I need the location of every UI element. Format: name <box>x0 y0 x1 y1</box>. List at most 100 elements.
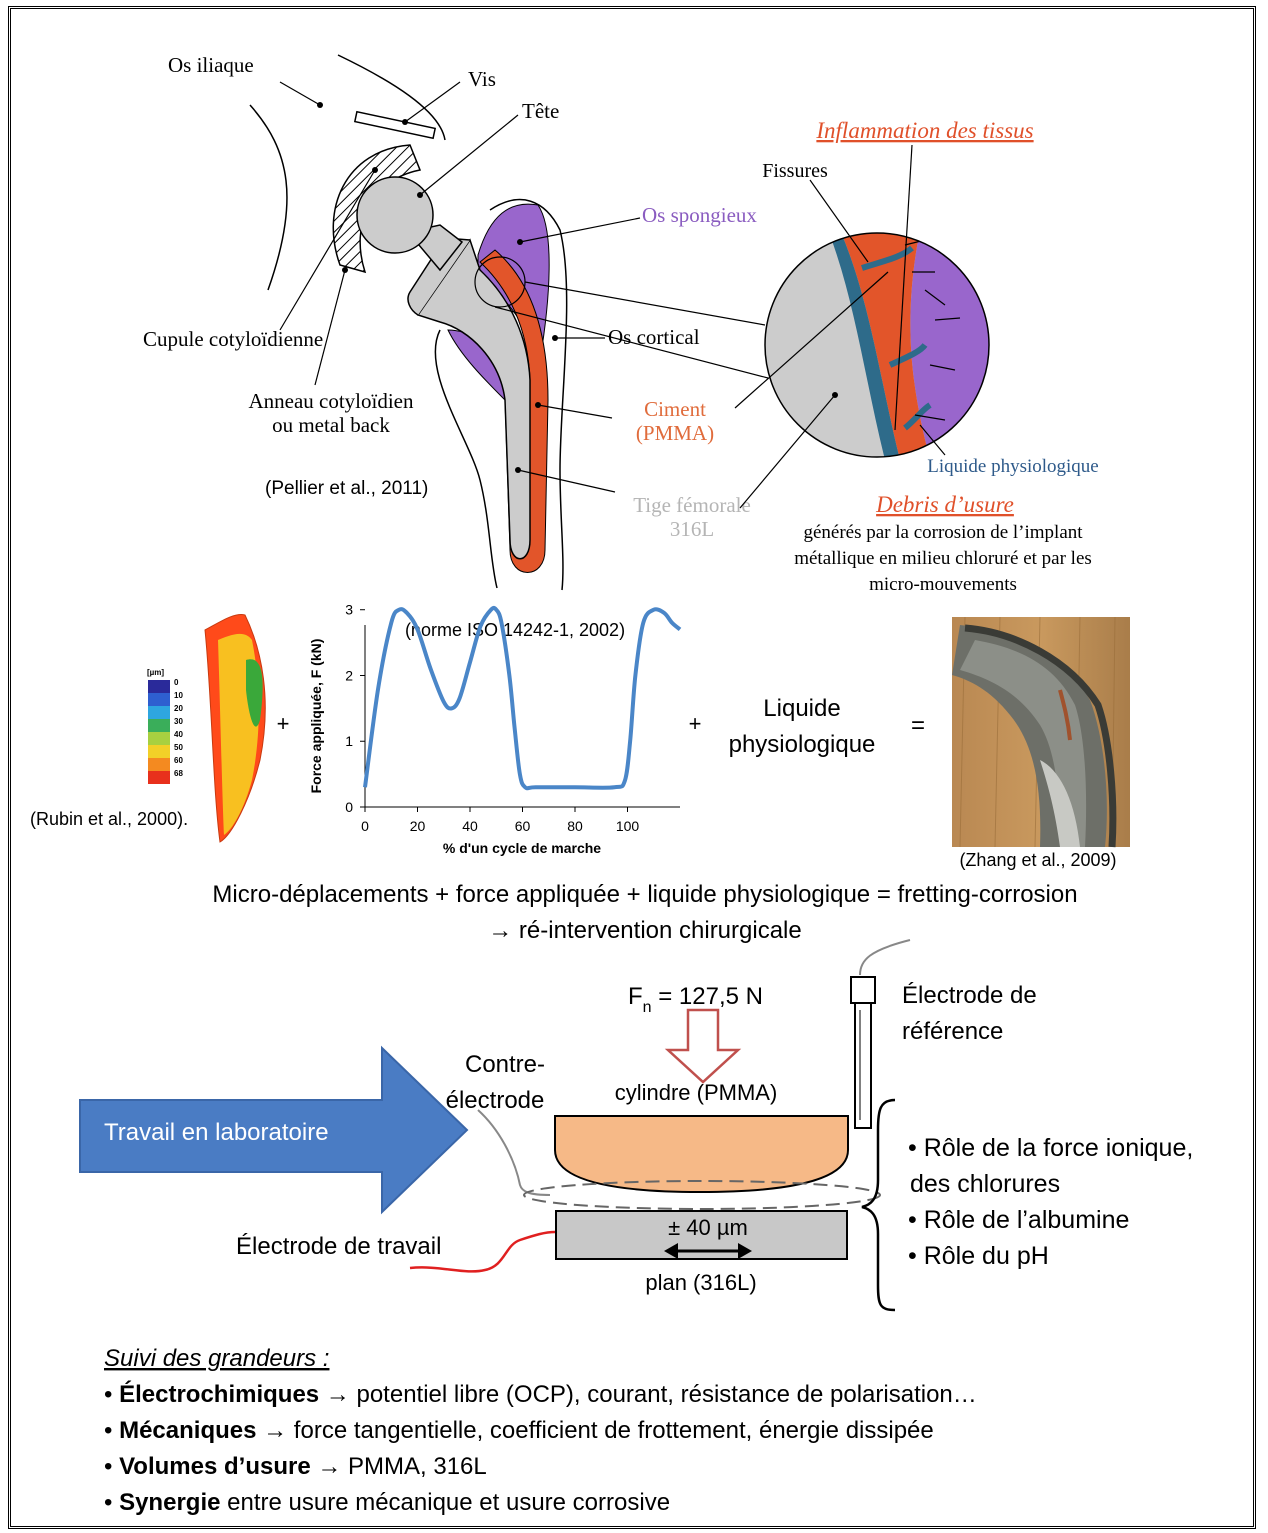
force-symbol: F <box>628 983 643 1010</box>
colorbar-swatch <box>148 693 170 706</box>
summary-line-1: Micro-déplacements + force appliquée + l… <box>212 881 1077 908</box>
x-tick-label: 20 <box>410 818 426 834</box>
suivi-item-electrochimiques: • Électrochimiques → potentiel libre (OC… <box>104 1380 977 1408</box>
colorbar-tick: 60 <box>174 756 183 765</box>
suivi-item-text: entre usure mécanique et usure corrosive <box>220 1489 670 1516</box>
role-1: • Rôle de la force ionique, <box>908 1134 1193 1162</box>
citation-pellier: (Pellier et al., 2011) <box>265 478 428 499</box>
label-anneau-2: ou metal back <box>272 413 390 437</box>
chart-title: (norme ISO 14242-1, 2002) <box>405 620 625 640</box>
suivi-section: Suivi des grandeurs : • Électrochimiques… <box>104 1345 977 1516</box>
bullet: • <box>104 1417 119 1444</box>
colorbar-unit: [µm] <box>147 668 164 677</box>
role-2: des chlorures <box>910 1170 1060 1198</box>
suivi-item-bold: Volumes d’usure <box>119 1453 311 1480</box>
citation-zhang: (Zhang et al., 2009) <box>959 850 1116 870</box>
force-value: = 127,5 N <box>652 983 763 1010</box>
chart-xlabel: % d'un cycle de marche <box>443 840 601 856</box>
colorbar-swatch <box>148 771 170 784</box>
colorbar-tick: 40 <box>174 730 183 739</box>
label-os-spongieux: Os spongieux <box>642 203 757 227</box>
suivi-item-text: → potentiel libre (OCP), courant, résist… <box>319 1381 977 1408</box>
suivi-item-bold: Mécaniques <box>119 1417 256 1444</box>
zoom-detail: Inflammation des tissus Fissures Liquide… <box>735 118 1099 595</box>
label-ciment-1: Ciment <box>644 397 706 421</box>
label-vis: Vis <box>468 67 496 91</box>
label-debris-1: générés par la corrosion de l’implant <box>803 522 1083 543</box>
bullet: • <box>104 1381 119 1408</box>
label-liquide: Liquide physiologique <box>927 456 1099 477</box>
contre-electrode-line-1: Contre- <box>465 1051 545 1078</box>
label-os-cortical: Os cortical <box>608 325 700 349</box>
femoral-head <box>357 177 433 253</box>
role-3: • Rôle de l’albumine <box>908 1206 1129 1234</box>
suivi-title: Suivi des grandeurs : <box>104 1345 329 1372</box>
role-4: • Rôle du pH <box>908 1242 1049 1270</box>
cylindre-label: cylindre (PMMA) <box>615 1080 778 1105</box>
reference-electrode <box>855 1003 871 1128</box>
suivi-item-mecaniques: • Mécaniques → force tangentielle, coeff… <box>104 1417 934 1444</box>
suivi-item-text: → force tangentielle, coefficient de fro… <box>256 1417 933 1444</box>
force-cycle-chart: (norme ISO 14242-1, 2002) % d'un cycle d… <box>308 602 680 856</box>
colorbar-swatch <box>148 680 170 693</box>
y-tick-label: 2 <box>345 667 353 683</box>
colorbar-swatch <box>148 758 170 771</box>
y-tick-label: 1 <box>345 733 353 749</box>
colorbar-tick: 10 <box>174 691 183 700</box>
equals-sign: = <box>911 712 925 739</box>
label-tete: Tête <box>522 99 559 123</box>
bullet: • <box>104 1453 119 1480</box>
label-anneau-1: Anneau cotyloïdien <box>248 389 414 413</box>
label-cupule: Cupule cotyloïdienne <box>143 327 323 351</box>
label-debris-2: métallique en milieu chloruré et par les <box>794 548 1092 569</box>
colorbar: [µm] 0 10 20 30 40 50 60 68 <box>147 668 183 784</box>
travail-electrode-label: Électrode de travail <box>236 1233 441 1260</box>
x-tick-label: 80 <box>567 818 583 834</box>
citation-rubin: (Rubin et al., 2000). <box>30 809 188 829</box>
liquide-line-1: Liquide <box>763 695 840 722</box>
colorbar-tick: 0 <box>174 678 179 687</box>
plan-label: plan (316L) <box>645 1270 756 1295</box>
label-ciment-2: (PMMA) <box>636 421 714 445</box>
label-inflammation: Inflammation des tissus <box>815 118 1033 143</box>
suivi-item-bold: Électrochimiques <box>119 1380 319 1408</box>
x-tick-label: 0 <box>361 818 369 834</box>
fe-displacement-map: [µm] 0 10 20 30 40 50 60 68 (Rubin et al., 2000)… <box>30 614 265 842</box>
ref-electrode-line-1: Électrode de <box>902 982 1037 1009</box>
amplitude-label: ± 40 µm <box>668 1215 748 1240</box>
brace <box>862 1100 895 1310</box>
suivi-item-volumes: • Volumes d’usure → PMMA, 316L <box>104 1453 487 1480</box>
ref-electrode-line-2: référence <box>902 1018 1003 1045</box>
liquide-line-2: physiologique <box>729 731 876 758</box>
screw-shape <box>355 112 435 138</box>
y-tick-label: 0 <box>345 799 353 815</box>
plus-sign-2: + <box>689 711 702 736</box>
x-tick-label: 100 <box>616 818 640 834</box>
suivi-item-bold: Synergie <box>119 1489 220 1516</box>
chart-ylabel: Force appliquée, F (kN) <box>308 639 324 794</box>
colorbar-tick: 50 <box>174 743 183 752</box>
colorbar-tick: 68 <box>174 769 183 778</box>
force-subscript: n <box>643 999 652 1016</box>
label-tige-1: Tige fémorale <box>633 493 751 517</box>
bullet: • <box>104 1489 119 1516</box>
hip-implant-diagram: Os iliaque Vis Tête Os spongieux Cupule … <box>143 53 768 590</box>
label-debris: Debris d’usure <box>875 492 1014 517</box>
lab-arrow-label: Travail en laboratoire <box>104 1119 329 1146</box>
label-tige-2: 316L <box>670 517 714 541</box>
colorbar-tick: 30 <box>174 717 183 726</box>
colorbar-tick: 20 <box>174 704 183 713</box>
contre-electrode-line-2: électrode <box>446 1087 545 1114</box>
colorbar-swatch <box>148 706 170 719</box>
label-os-iliaque: Os iliaque <box>168 53 254 77</box>
suivi-item-text: → PMMA, 316L <box>311 1453 487 1480</box>
plus-sign-1: + <box>277 711 290 736</box>
corroded-stem-photo <box>952 617 1130 847</box>
colorbar-swatch <box>148 745 170 758</box>
colorbar-swatch <box>148 732 170 745</box>
force-arrow <box>668 1010 738 1082</box>
suivi-item-synergie: • Synergie entre usure mécanique et usur… <box>104 1489 670 1516</box>
lab-setup-diagram: Travail en laboratoire Fn = 127,5 N Élec… <box>80 940 1193 1310</box>
summary-line-2: → ré-intervention chirurgicale <box>488 917 801 944</box>
